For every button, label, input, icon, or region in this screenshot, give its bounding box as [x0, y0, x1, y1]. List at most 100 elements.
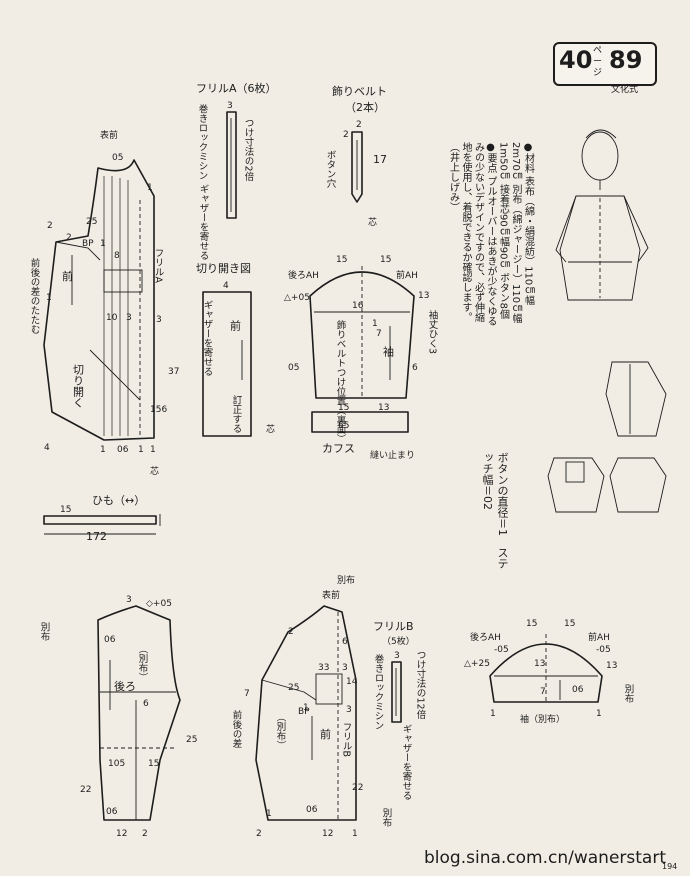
- front-bottom-outline: [255, 605, 357, 821]
- frill-b-gather-label: ギャザーを寄せる: [401, 724, 413, 800]
- bb-n12: 12: [116, 829, 127, 839]
- belt-piece: 飾りベルト （2本） 2 2 17 ボタン穴 芯: [325, 85, 388, 228]
- sb-n1b: 1: [596, 709, 602, 719]
- fb-num-05: 05: [112, 153, 123, 163]
- himo-n15: 15: [60, 505, 71, 515]
- page-number-a: 40: [559, 46, 593, 74]
- frill-b-piece: フリルB （5枚） 3 巻きロックミシン つけ寸法の12倍 ギャザーを寄せる: [373, 620, 427, 800]
- st-n7: 7: [376, 329, 382, 339]
- belt-core-label: 芯: [368, 216, 377, 228]
- fb-num-10: 10: [106, 313, 118, 323]
- bb-n6: 6: [143, 699, 149, 709]
- fb-frill-label: フリルA: [153, 248, 165, 284]
- model-hair: [585, 129, 617, 139]
- sb-delta: △+25: [464, 659, 490, 669]
- bb-back-label: 後ろ: [114, 679, 136, 693]
- bb-n25: 25: [186, 735, 197, 745]
- frill-b-outline: [391, 661, 402, 723]
- sb-n15b: 15: [564, 619, 575, 629]
- st-pull-label: 袖丈ひく3: [427, 309, 439, 354]
- belt-hole-label: ボタン穴: [325, 150, 337, 189]
- sb-sleeve-label: 袖（別布）: [520, 713, 565, 725]
- fb-num-2b: 2: [66, 233, 72, 243]
- materials-paragraph-1: ●材料 表布（綿・絹混紡）110㎝幅2m70㎝ 別布（綿ジャージー）110㎝幅1…: [497, 142, 534, 324]
- sb-n15a: 15: [526, 619, 537, 629]
- frill-a-outline: [226, 111, 237, 219]
- sb-betsu-label: 別布: [623, 684, 635, 704]
- fbt-n2b: 2: [256, 829, 262, 839]
- fb-diff-label: 前後の差のたたむ: [29, 257, 41, 334]
- st-sleeve-label: 袖: [382, 345, 395, 358]
- fbt-frill-zone: [315, 673, 343, 705]
- model-left-sleeve: [555, 195, 577, 263]
- back-bodice-piece: 3 ◇+05 06 6 25 105 15 22 06 12 2 別布 （別布）…: [39, 595, 198, 839]
- cut-open-outline: [202, 291, 252, 437]
- sb-back-ah: 後ろAH: [470, 631, 501, 643]
- front-bodice-piece: 表前 05 1 2 25 2 1 8 1 10 3 3 37 156 4 1 0…: [29, 129, 180, 477]
- himo-n172: 172: [86, 530, 107, 543]
- fbt-n2: 2: [288, 627, 294, 637]
- fbt-omote: 表前: [322, 589, 340, 601]
- fb-num-4: 4: [44, 443, 50, 453]
- himo-piece: ひも（↔） 15 172: [43, 494, 161, 543]
- sb-n06: 06: [572, 685, 584, 695]
- bb-n15: 15: [148, 759, 159, 769]
- frill-zone: [103, 269, 143, 293]
- flat-sketch-pullover-back: [609, 457, 667, 513]
- sb-n13a: 13: [534, 659, 545, 669]
- cut-open-n4: 4: [223, 281, 229, 291]
- bp-dart-line: [55, 241, 101, 261]
- belt-count: （2本）: [345, 100, 385, 114]
- cut-open-piece: 切り開き図 4 前 ギャザーを寄せる 訂正する: [196, 262, 252, 437]
- sleeve-top-outline: [309, 271, 415, 399]
- frill-a-title: フリルA（6枚）: [196, 81, 277, 95]
- cuffs-outline: [311, 411, 409, 433]
- fbt-n1c: 1: [352, 829, 358, 839]
- st-n65: 65: [338, 421, 349, 431]
- model-head: [581, 131, 619, 181]
- frill-b-roll-label: 巻きロックミシン: [373, 653, 385, 730]
- front-bottom-piece: 別布 表前 2 6 33 3 14 7 25 1 3 22 06 1 2 12 …: [231, 574, 393, 839]
- st-cuffs-label: カフス: [322, 442, 355, 455]
- flat-pullover-back: [609, 457, 667, 513]
- belt-outline: [351, 131, 363, 203]
- fb-num-1d: 1: [100, 445, 106, 455]
- publisher-label: 文化式: [611, 85, 639, 95]
- belt-n17: 17: [373, 153, 387, 166]
- cut-open-line: [89, 349, 141, 401]
- sleeve-bottom-outline: [489, 643, 603, 703]
- model-illustration: [555, 129, 649, 301]
- fb-num-8: 8: [114, 251, 120, 261]
- fbt-betsu3-label: 別布: [381, 808, 393, 828]
- frill-a-gather-label: ギャザーを寄せる: [198, 184, 210, 260]
- belt-title: 飾りベルト: [332, 85, 387, 98]
- st-n15a: 15: [336, 255, 347, 265]
- sb-n7: 7: [540, 687, 546, 697]
- fb-num-37: 37: [168, 367, 179, 377]
- page-number-footer: 194: [662, 862, 678, 871]
- back-bodice-outline: [97, 605, 181, 821]
- fb-cutopen-label: 切り開く: [72, 364, 85, 408]
- fbt-n1: 1: [303, 703, 309, 713]
- flat-pullover-frill: [565, 461, 585, 483]
- page-number-b: 89: [609, 46, 643, 74]
- bb-n3: 3: [126, 595, 132, 605]
- fbt-n33: 33: [318, 663, 329, 673]
- frill-a-num: 3: [227, 101, 233, 111]
- cut-open-front-label: 前: [229, 319, 242, 332]
- frill-b-num: 3: [394, 651, 400, 661]
- st-n16: 16: [352, 301, 364, 311]
- bb-betsu2-label: （別布）: [137, 644, 149, 682]
- frill-b-len-label: つけ寸法の12倍: [415, 650, 427, 720]
- belt-n2b: 2: [343, 130, 349, 140]
- fb-num-25: 25: [86, 217, 97, 227]
- cut-open-title: 切り開き図: [196, 262, 251, 275]
- fb-core-label: 芯: [150, 465, 159, 477]
- cut-open-fix-label: 訂正する: [231, 394, 243, 433]
- st-belt-pos-label: 飾りベルトつけ位置（裏面）: [335, 319, 347, 443]
- front-bodice-outline: [43, 159, 155, 441]
- button-stitch-note: ボタンの直径＝1 ステッチ幅＝02: [481, 452, 509, 569]
- fbt-n1b: 1: [266, 809, 272, 819]
- sb-n13b: 13: [606, 661, 617, 671]
